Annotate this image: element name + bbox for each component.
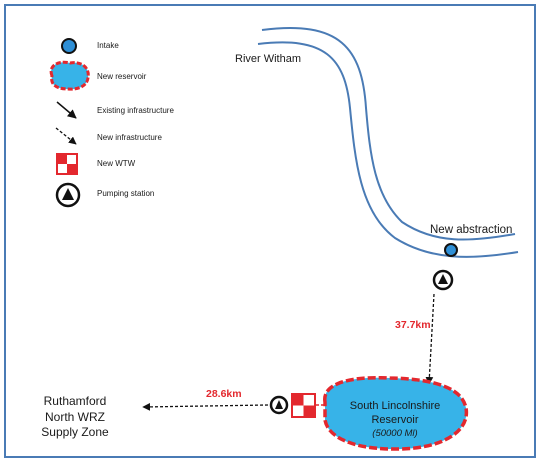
reservoir-capacity: (50000 Ml) [372, 428, 418, 439]
frame-border [4, 4, 536, 458]
wtw-icon [56, 153, 78, 175]
reservoir-pumping-station-icon [269, 395, 289, 415]
legend-label-intake: Intake [97, 41, 119, 50]
solid-arrow-icon [56, 101, 77, 119]
pumping-station-icon [55, 182, 81, 208]
abstraction-pumping-station-icon [432, 269, 454, 291]
reservoir-label: South Lincolnshire Reservoir (50000 Ml) [330, 399, 460, 441]
pipeline-west-distance: 28.6km [206, 388, 242, 400]
supply-zone-line1: Ruthamford [43, 394, 107, 408]
pipeline-north [425, 293, 435, 385]
south-lincolnshire-reservoir [323, 375, 469, 451]
reservoir-wtw-icon [291, 393, 316, 418]
new-reservoir-icon [49, 60, 90, 91]
legend-label-pumping-station: Pumping station [97, 189, 155, 198]
intake-icon [61, 38, 77, 54]
supply-zone-line3: Supply Zone [41, 425, 109, 439]
reservoir-name-line1: South Lincolnshire [349, 400, 441, 412]
pipeline-west [142, 402, 269, 411]
supply-zone-line2: North WRZ [45, 409, 105, 424]
supply-zone-label: Ruthamford North WRZ Supply Zone [30, 394, 120, 441]
pipeline-north-distance: 37.7km [395, 319, 431, 331]
legend-label-existing-infrastructure: Existing infrastructure [97, 106, 174, 115]
abstraction-label: New abstraction [430, 224, 513, 236]
reservoir-name-line2: Reservoir [371, 414, 419, 426]
dashed-arrow-icon [55, 127, 77, 145]
river-label: River Witham [235, 53, 302, 65]
abstraction-intake-icon [444, 243, 458, 257]
legend [49, 38, 90, 208]
legend-label-new-wtw: New WTW [97, 159, 136, 168]
legend-label-new-reservoir: New reservoir [97, 72, 147, 81]
legend-label-new-infrastructure: New infrastructure [97, 133, 162, 142]
